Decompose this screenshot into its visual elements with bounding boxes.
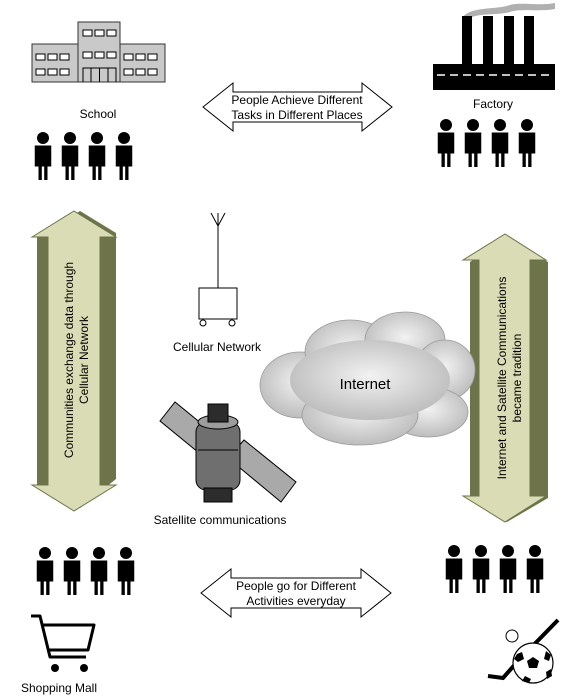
top-double-arrow: People Achieve Different Tasks in Differ…: [202, 81, 393, 133]
factory-label: Factory: [473, 97, 513, 111]
left-double-arrow: Communities exchange data through Cellul…: [30, 210, 118, 512]
factory-icon: [433, 3, 555, 90]
satellite-icon: [159, 401, 297, 503]
internet-cloud-icon: [259, 311, 476, 446]
factory-people-icon: [437, 119, 536, 167]
sports-equipment-icon: [487, 618, 560, 684]
bottom-arrow-line1: People go for Different: [236, 579, 357, 593]
shopping-mall-label: Shopping Mall: [21, 681, 97, 695]
cellular-network-label: Cellular Network: [173, 340, 262, 354]
school-label: School: [80, 107, 117, 121]
bottom-arrow-line2: Activities everyday: [246, 594, 345, 608]
satellite-label: Satellite communications: [154, 513, 287, 527]
shopping-people-icon: [36, 547, 135, 595]
top-arrow-line2: Tasks in Different Places: [231, 108, 362, 122]
school-people-icon: [34, 132, 133, 180]
shopping-cart-icon: [31, 614, 96, 672]
left-arrow-line2: Cellular Network: [77, 315, 91, 404]
left-arrow-line1: Communities exchange data through: [62, 262, 76, 458]
right-arrow-line1: Internet and Satellite Communications: [495, 277, 509, 480]
bottom-double-arrow: People go for Different Activities every…: [200, 567, 392, 619]
cellular-antenna-icon: [198, 212, 238, 327]
internet-label: Internet: [340, 376, 392, 393]
sports-people-icon: [445, 545, 544, 593]
school-building-icon: [31, 21, 166, 83]
top-arrow-line1: People Achieve Different: [231, 93, 363, 107]
right-arrow-line2: became tradition: [510, 334, 524, 423]
right-double-arrow: Internet and Satellite Communications be…: [461, 233, 548, 523]
